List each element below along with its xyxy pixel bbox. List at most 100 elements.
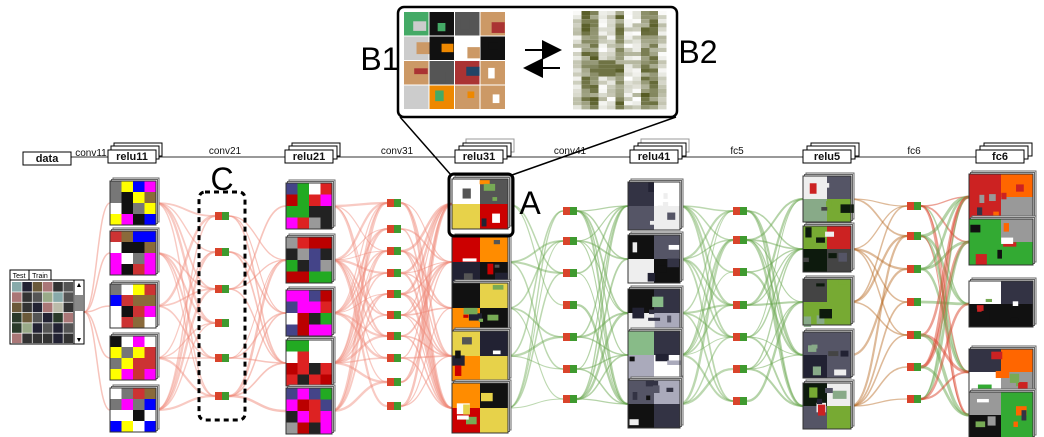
bundle-node-out[interactable]: [740, 333, 747, 341]
bundle-node-in[interactable]: [563, 395, 570, 403]
data-thumbnail[interactable]: [53, 282, 63, 292]
bundle-node-out[interactable]: [914, 202, 921, 210]
bundle-node-out[interactable]: [394, 269, 401, 277]
bundle-node-in[interactable]: [907, 202, 914, 210]
activation-tile[interactable]: [109, 177, 160, 226]
activation-tile[interactable]: [451, 379, 512, 434]
data-thumbnail[interactable]: [63, 323, 74, 333]
bundle-node-in[interactable]: [733, 397, 740, 405]
bundle-node-in[interactable]: [563, 333, 570, 341]
activation-tile[interactable]: [968, 215, 1037, 266]
data-thumbnail[interactable]: [12, 302, 22, 313]
data-thumbnail[interactable]: [22, 333, 32, 344]
data-thumbnail[interactable]: [63, 282, 74, 292]
bundle-node-in[interactable]: [215, 285, 222, 293]
bundle-node-in[interactable]: [387, 247, 394, 255]
bundle-node-out[interactable]: [394, 290, 401, 298]
bundle-node-in[interactable]: [563, 207, 570, 215]
bundle-node-in[interactable]: [215, 248, 222, 256]
bundle-node-in[interactable]: [733, 365, 740, 373]
activation-tile[interactable]: [109, 280, 160, 329]
bundle-node-out[interactable]: [740, 365, 747, 373]
data-thumbnail[interactable]: [42, 323, 53, 333]
data-thumbnail[interactable]: [32, 312, 43, 323]
data-thumbnail[interactable]: [63, 302, 74, 313]
bundle-node-out[interactable]: [394, 247, 401, 255]
bundle-node-out[interactable]: [914, 331, 921, 339]
bundle-node-in[interactable]: [907, 265, 914, 273]
data-thumbnail[interactable]: [53, 333, 63, 344]
activation-tile[interactable]: [285, 286, 336, 337]
relu41-label-box[interactable]: [629, 149, 679, 164]
activation-tile[interactable]: [109, 384, 160, 433]
bundle-node-out[interactable]: [740, 268, 747, 276]
data-thumbnail[interactable]: [22, 292, 32, 302]
bundle-node-in[interactable]: [733, 268, 740, 276]
relu21-label-box[interactable]: [284, 149, 334, 164]
bundle-node-in[interactable]: [563, 269, 570, 277]
relu5-label-box[interactable]: [802, 149, 852, 164]
bundle-node-out[interactable]: [394, 354, 401, 362]
data-thumbnail[interactable]: [22, 323, 32, 333]
bundle-node-out[interactable]: [740, 236, 747, 244]
bundle-node-in[interactable]: [387, 311, 394, 319]
activation-tile[interactable]: [627, 178, 684, 231]
data-label-box[interactable]: [22, 151, 72, 166]
activation-tile[interactable]: [109, 332, 160, 381]
bundle-node-in[interactable]: [387, 332, 394, 340]
activation-tile[interactable]: [285, 179, 336, 230]
bundle-node-in[interactable]: [563, 365, 570, 373]
activation-tile[interactable]: [802, 275, 855, 327]
scroll-down-icon[interactable]: ▼: [76, 337, 83, 344]
bundle-node-in[interactable]: [733, 333, 740, 341]
data-thumbnail[interactable]: [53, 292, 63, 302]
data-thumbnail[interactable]: [32, 302, 43, 313]
scrollbar[interactable]: [73, 279, 85, 345]
bundle-node-in[interactable]: [563, 237, 570, 245]
edge-bundle-nodes[interactable]: [215, 199, 921, 410]
bundle-node-in[interactable]: [563, 301, 570, 309]
bundle-node-in[interactable]: [387, 269, 394, 277]
bundle-node-out[interactable]: [914, 265, 921, 273]
bundle-node-out[interactable]: [914, 395, 921, 403]
activation-tile[interactable]: [968, 170, 1037, 221]
activation-tile[interactable]: [627, 376, 684, 429]
data-thumbnail[interactable]: [22, 312, 32, 323]
relu11-label-box[interactable]: [107, 149, 157, 164]
bundle-node-in[interactable]: [733, 207, 740, 215]
bundle-node-in[interactable]: [907, 395, 914, 403]
data-thumbnail[interactable]: [22, 302, 32, 313]
data-thumbnail[interactable]: [32, 323, 43, 333]
data-panel[interactable]: Test Train ▲ ▼: [9, 269, 85, 345]
data-thumbnail[interactable]: [12, 292, 22, 302]
fc6-label-box[interactable]: [975, 149, 1025, 164]
data-thumbnail[interactable]: [12, 323, 22, 333]
activation-tile[interactable]: [451, 279, 512, 334]
activation-tile[interactable]: [627, 327, 684, 380]
bundle-node-out[interactable]: [222, 392, 229, 400]
bundle-node-in[interactable]: [215, 354, 222, 362]
bundle-node-out[interactable]: [740, 207, 747, 215]
activation-tile[interactable]: [109, 227, 160, 276]
bundle-node-out[interactable]: [394, 199, 401, 207]
activation-tile[interactable]: [968, 388, 1037, 437]
bundle-node-in[interactable]: [733, 301, 740, 309]
bundle-node-out[interactable]: [570, 207, 577, 215]
bundle-node-in[interactable]: [387, 199, 394, 207]
bundle-node-out[interactable]: [222, 248, 229, 256]
data-thumbnail[interactable]: [63, 292, 74, 302]
data-thumbnail[interactable]: [53, 302, 63, 313]
scroll-up-icon[interactable]: ▲: [76, 282, 83, 289]
relu31-label-box[interactable]: [454, 149, 504, 164]
bundle-node-in[interactable]: [387, 402, 394, 410]
activation-tile[interactable]: [802, 222, 855, 273]
data-thumbnail[interactable]: [53, 323, 63, 333]
scrollbar-thumb[interactable]: [75, 295, 83, 311]
bundle-node-out[interactable]: [394, 225, 401, 233]
activation-tile[interactable]: [285, 336, 336, 387]
bundle-node-in[interactable]: [387, 290, 394, 298]
activation-tiles[interactable]: [109, 170, 1037, 437]
bundle-node-in[interactable]: [387, 378, 394, 386]
bundle-node-out[interactable]: [222, 212, 229, 220]
data-thumbnail[interactable]: [63, 312, 74, 323]
